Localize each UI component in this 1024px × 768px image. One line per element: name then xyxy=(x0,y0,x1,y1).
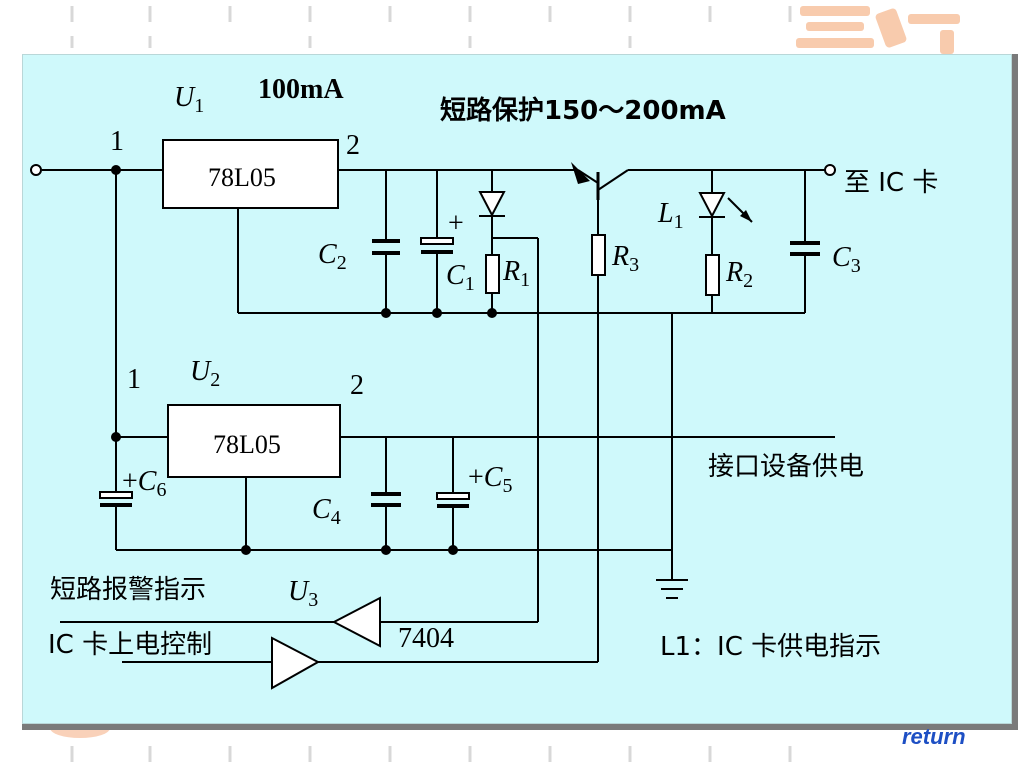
label-interface-power: 接口设备供电 xyxy=(708,452,865,482)
label-r1: R1 xyxy=(503,256,531,291)
label-current-100ma: 100mA xyxy=(258,74,344,105)
label-pin1-bottom: 1 xyxy=(127,364,141,395)
output-terminal xyxy=(824,164,836,176)
led-l1-icon xyxy=(698,192,726,219)
label-r3: R3 xyxy=(612,241,640,276)
label-u1: U1 xyxy=(174,82,205,117)
label-c5: +C5 xyxy=(468,462,513,497)
label-c1: C1 xyxy=(446,260,475,295)
capacitor-c6-plate-top xyxy=(99,491,133,499)
label-c3: C3 xyxy=(832,242,861,277)
resistor-r2 xyxy=(705,254,720,296)
label-pin2-top: 2 xyxy=(346,130,360,161)
regulator-u2-box xyxy=(167,404,341,478)
label-reg-u1: 78L05 xyxy=(208,163,276,192)
diode-icon xyxy=(478,191,506,218)
label-pin1-top: 1 xyxy=(110,126,124,157)
inverter-alarm-icon xyxy=(331,596,381,648)
logo-mark xyxy=(796,6,960,54)
label-u2: U2 xyxy=(190,356,221,391)
resistor-r1 xyxy=(485,254,500,294)
label-ic-power-control: IC 卡上电控制 xyxy=(48,630,213,660)
label-c4: C4 xyxy=(312,494,341,529)
label-pin2-bottom: 2 xyxy=(350,370,364,401)
capacitor-c5-plate-top xyxy=(436,492,470,500)
label-r2: R2 xyxy=(726,257,754,292)
label-c1-plus: + xyxy=(448,208,464,239)
dash-grid xyxy=(70,6,792,762)
regulator-u1-box xyxy=(162,139,339,209)
label-short-protection: 短路保护150～200mA xyxy=(440,96,726,126)
label-short-alarm: 短路报警指示 xyxy=(50,575,207,605)
input-terminal xyxy=(30,164,42,176)
return-link[interactable]: return xyxy=(902,724,966,749)
transistor-emitter-arrow xyxy=(571,162,590,184)
capacitor-c1-plate-top xyxy=(420,237,454,245)
label-u3: U3 xyxy=(288,576,319,611)
label-to-ic-card: 至 IC 卡 xyxy=(844,168,939,198)
inverter-control-icon xyxy=(271,636,321,690)
label-c2: C2 xyxy=(318,239,347,274)
junction-dots xyxy=(111,165,497,555)
label-l1-note: L1：IC 卡供电指示 xyxy=(660,632,882,662)
label-l1: L1 xyxy=(658,198,684,233)
label-chip-7404: 7404 xyxy=(398,623,454,654)
label-c6: +C6 xyxy=(122,466,167,501)
label-reg-u2: 78L05 xyxy=(213,430,281,459)
resistor-r3 xyxy=(591,234,606,276)
